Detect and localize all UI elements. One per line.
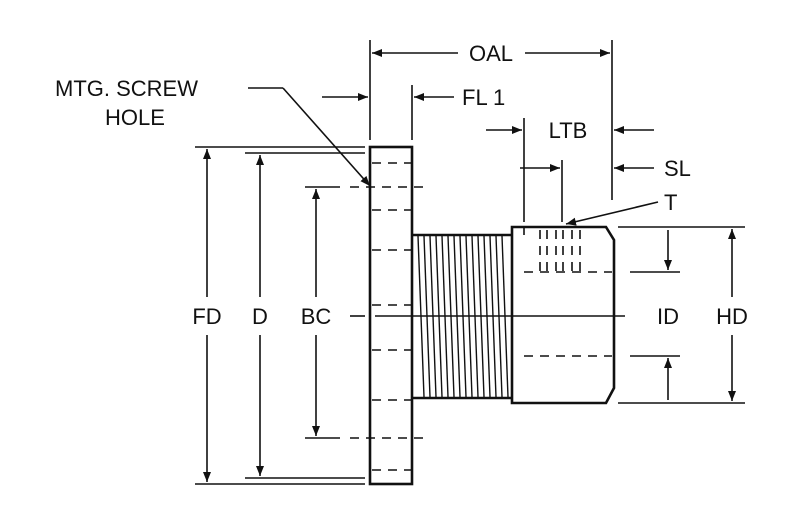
label-fl1: FL 1: [462, 85, 505, 110]
label-sl: SL: [664, 156, 691, 181]
label-oal: OAL: [469, 41, 513, 66]
label-mtg-screw-line2: HOLE: [105, 105, 165, 130]
label-ltb: LTB: [549, 118, 588, 143]
flange-hidden-lines: [372, 162, 412, 471]
label-fd: FD: [192, 304, 221, 329]
dimension-lines: [203, 49, 736, 482]
label-hd: HD: [716, 304, 748, 329]
hose-tip: [510, 225, 616, 405]
label-id: ID: [657, 304, 679, 329]
extension-lines: [195, 40, 745, 485]
label-mtg-screw-line1: MTG. SCREW: [55, 76, 198, 101]
label-t: T: [664, 190, 677, 215]
dimension-labels: MTG. SCREW HOLE OAL FL 1 LTB SL T FD D B…: [55, 41, 748, 329]
label-d: D: [252, 304, 268, 329]
label-bc: BC: [301, 304, 332, 329]
